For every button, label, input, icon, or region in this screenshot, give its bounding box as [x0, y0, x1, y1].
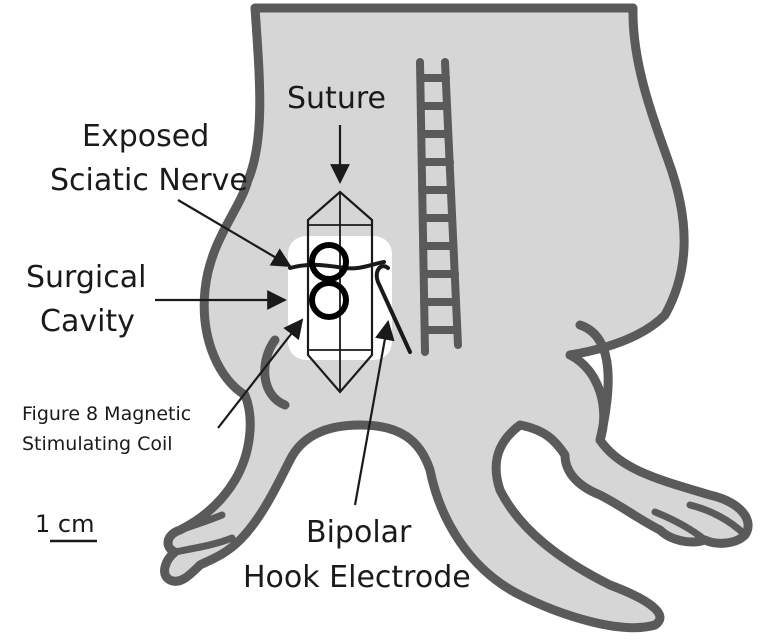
label-coil-2: Stimulating Coil [22, 433, 173, 455]
hook-electrode [374, 264, 412, 354]
figure-8-coil [309, 242, 349, 320]
label-surgical-cavity-1: Surgical [26, 260, 146, 295]
right-leg-crease [575, 320, 613, 445]
electrode-arrow [353, 320, 395, 506]
right-foot-toes [651, 501, 749, 544]
label-suture: Suture [287, 81, 386, 116]
nerve-arrow [177, 199, 292, 268]
coil-arrow [217, 318, 304, 429]
label-coil-1: Figure 8 Magnetic [22, 403, 191, 425]
spine-ladder [416, 58, 462, 356]
label-exposed-nerve-1: Exposed [82, 119, 209, 154]
label-surgical-cavity-2: Cavity [40, 304, 135, 339]
scale-bar-label: 1 cm [35, 510, 94, 538]
left-leg-crease [260, 335, 290, 410]
left-foot-toes [171, 511, 236, 556]
label-exposed-nerve-2: Sciatic Nerve [50, 163, 248, 198]
label-electrode-1: Bipolar [306, 515, 412, 550]
label-electrode-2: Hook Electrode [243, 560, 471, 595]
